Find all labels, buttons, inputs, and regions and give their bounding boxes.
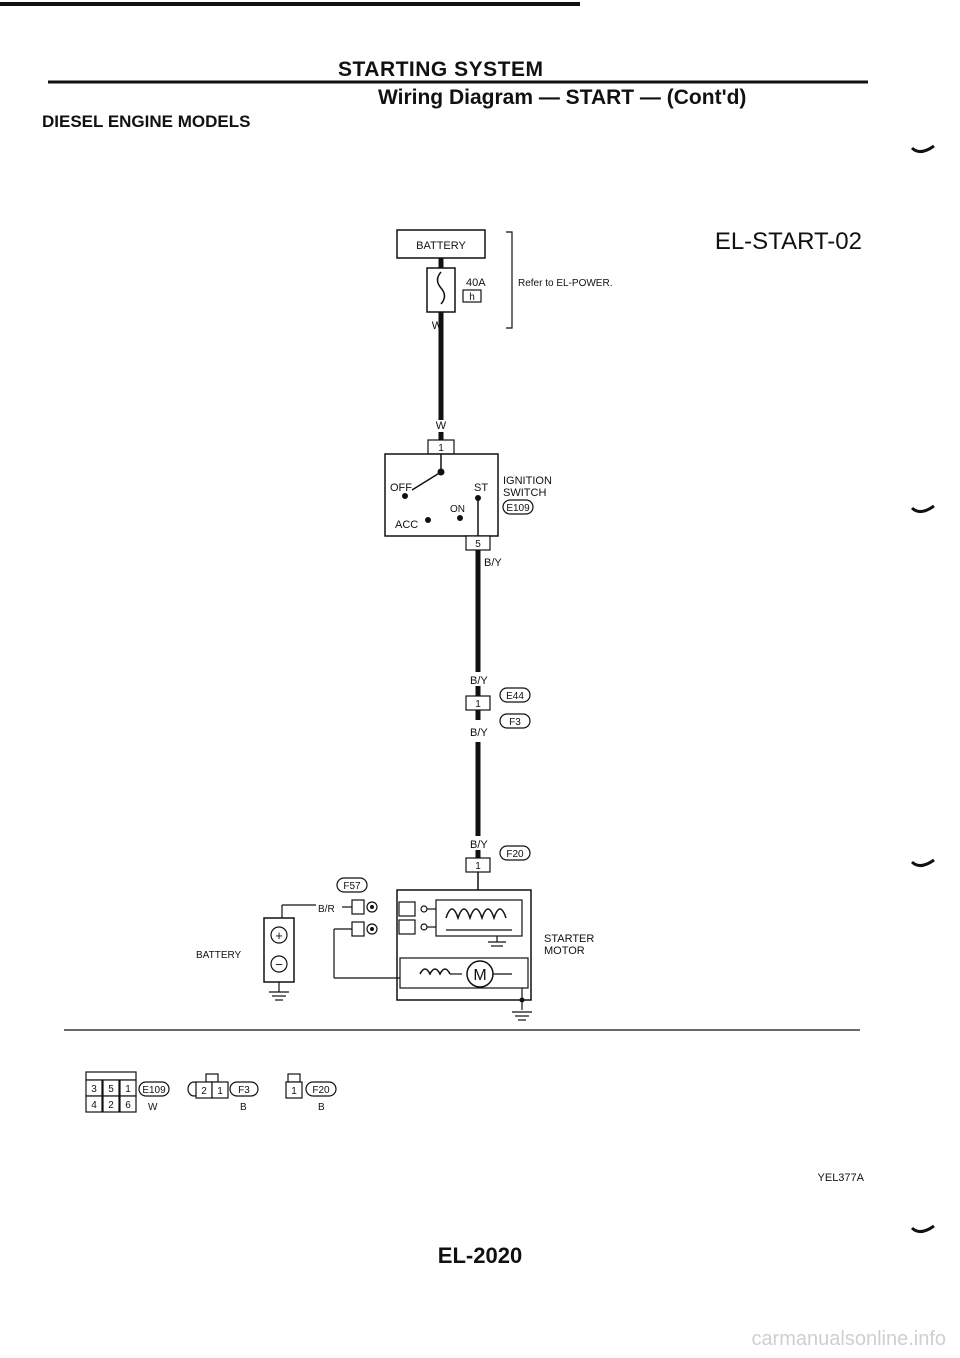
- ign-pos-off: OFF: [390, 482, 412, 494]
- wire-by-label-4: B/Y: [470, 839, 488, 851]
- f20-id: F20: [312, 1085, 330, 1096]
- ign-pin-in: 1: [438, 443, 444, 454]
- starter-label-1: STARTER: [544, 933, 594, 945]
- wire-by-label-2: B/Y: [470, 675, 488, 687]
- battery-minus-icon: [270, 955, 288, 973]
- field-coil-icon: [419, 968, 451, 976]
- starter-label-2: MOTOR: [544, 945, 585, 957]
- ign-connector-tag: [502, 499, 534, 515]
- f20-conn-pin: 1: [291, 1086, 297, 1097]
- e109-pin: 5: [108, 1084, 114, 1095]
- battery-box-label: BATTERY: [416, 240, 466, 252]
- jc-f3-tag: [499, 713, 531, 729]
- jc-pin: 1: [475, 699, 481, 710]
- fuse-rating: 40A: [466, 277, 486, 289]
- jc-e44: E44: [506, 691, 524, 702]
- fuse-letter-box: [462, 289, 482, 303]
- fuse-letter: h: [469, 292, 475, 303]
- motor-frame: [399, 957, 529, 989]
- connector-e109: 3 5 1 4 2 6 E109 W: [85, 1071, 170, 1113]
- models-label: DIESEL ENGINE MODELS: [42, 112, 251, 131]
- e109-color: W: [148, 1102, 158, 1113]
- battery-label: BATTERY: [196, 950, 242, 961]
- ign-label-2: SWITCH: [503, 487, 546, 499]
- fuse-body: [426, 267, 456, 313]
- e109-pin: 1: [125, 1084, 131, 1095]
- f3-id: F3: [238, 1085, 250, 1096]
- e109-pin: 3: [91, 1084, 97, 1095]
- battery-cable-terminal-dot: [370, 927, 374, 931]
- page-subtitle: Wiring Diagram — START — (Cont'd): [378, 86, 747, 109]
- diagram-code: EL-START-02: [714, 228, 862, 255]
- f3-color: B: [240, 1102, 247, 1113]
- jc-f3: F3: [509, 717, 521, 728]
- page-section-title: STARTING SYSTEM: [338, 58, 544, 81]
- wire-w-label-top: W: [432, 320, 443, 332]
- ign-label-1: IGNITION: [503, 475, 552, 487]
- jc-e44-tag: [499, 687, 531, 703]
- fuse-icon: [436, 271, 446, 305]
- ign-pos-acc: ACC: [395, 519, 418, 531]
- motor-ground-icon: [512, 1011, 532, 1021]
- contact-on: [457, 515, 463, 521]
- contact-acc: [425, 517, 431, 523]
- f57-pin-box: [351, 899, 365, 915]
- f20-label: F20: [506, 849, 524, 860]
- terminal-blocks: [398, 901, 428, 935]
- page-number: EL-2020: [437, 1243, 523, 1268]
- battery-cable-pin-box: [351, 921, 365, 937]
- margin-tick-marks: [910, 144, 935, 1233]
- refer-note: Refer to EL-POWER.: [518, 278, 612, 289]
- contact-off: [402, 493, 408, 499]
- f20-pin: 1: [475, 861, 481, 872]
- f3-pin: 2: [201, 1086, 207, 1097]
- wire-br-label: B/R: [318, 904, 335, 915]
- ground-icon: [488, 941, 506, 947]
- connector-f3: 2 1 F3 B: [187, 1073, 259, 1113]
- ground-junction: [519, 997, 525, 1003]
- ign-connector: E109: [506, 503, 530, 514]
- f57-tag: [336, 877, 368, 893]
- battery-plus-icon: [270, 926, 288, 944]
- battery-plus: +: [275, 928, 283, 943]
- e109-pin: 2: [108, 1100, 114, 1111]
- coil-icon: [445, 908, 507, 921]
- figure-code: YEL377A: [817, 1172, 864, 1184]
- connector-f20: 1 F20 B: [285, 1073, 337, 1113]
- battery-ground-icon: [269, 991, 289, 1001]
- e109-pin: 6: [125, 1100, 131, 1111]
- refer-bracket: [506, 231, 513, 329]
- battery-minus: −: [275, 957, 283, 972]
- wire-w-label-bottom: W: [436, 420, 447, 432]
- f3-pin: 1: [217, 1086, 223, 1097]
- wire-by-label-3: B/Y: [470, 727, 488, 739]
- wire-by-label-1: B/Y: [484, 557, 502, 569]
- ign-pin-out: 5: [475, 539, 481, 550]
- ign-pos-on: ON: [450, 504, 465, 515]
- f20-color: B: [318, 1102, 325, 1113]
- f20-tag: [499, 845, 531, 861]
- e109-id: E109: [142, 1085, 166, 1096]
- ign-pos-st: ST: [474, 482, 488, 494]
- f57-terminal-dot: [370, 905, 374, 909]
- footer-watermark: carmanualsonline.info: [751, 1328, 946, 1350]
- e109-pin: 4: [91, 1100, 97, 1111]
- motor-m: M: [473, 967, 486, 984]
- f57-label: F57: [343, 881, 361, 892]
- switch-arm: [411, 471, 442, 491]
